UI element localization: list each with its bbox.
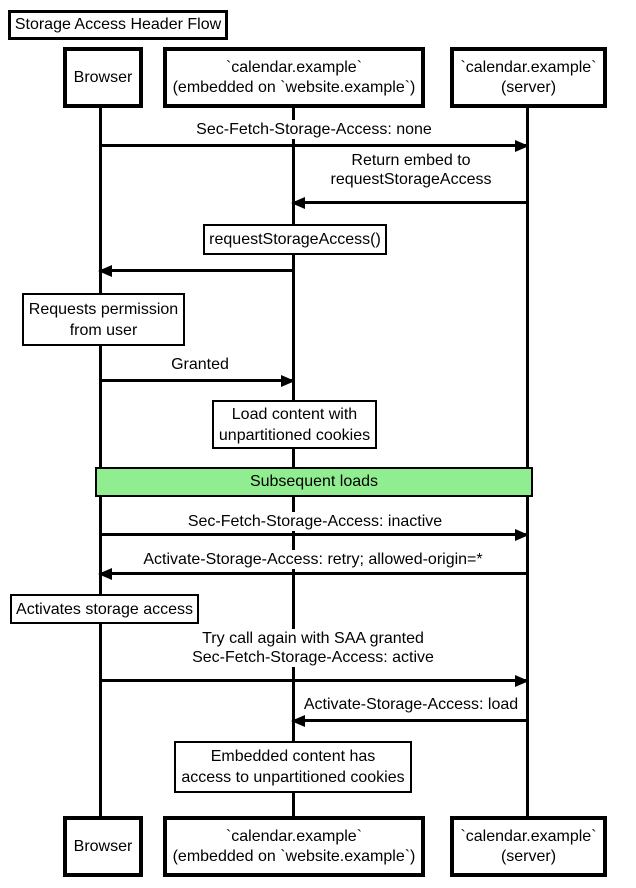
actor-embedded-label-line2: (embedded on `website.example`) xyxy=(172,78,416,96)
arrowhead-left-icon xyxy=(98,567,112,580)
message-label-activate-retry: Activate-Storage-Access: retry; allowed-… xyxy=(140,550,486,569)
arrowhead-right-icon xyxy=(281,374,295,387)
subsequent-loads-band: Subsequent loads xyxy=(95,467,533,497)
arrowhead-right-icon xyxy=(515,528,529,541)
message-arrow-try-again xyxy=(100,674,529,687)
message-label-activate-load: Activate-Storage-Access: load xyxy=(300,695,522,714)
arrowhead-right-icon xyxy=(515,674,529,687)
message-label-granted: Granted xyxy=(168,355,232,374)
message-label-return-embed-line2: requestStorageAccess xyxy=(330,171,492,188)
actor-server-label-line2: (server) xyxy=(500,847,557,865)
message-label-return-embed: Return embed to requestStorageAccess xyxy=(327,151,495,189)
message-arrow-request-storage-access xyxy=(98,264,293,277)
actor-browser-top: Browser xyxy=(63,47,143,108)
actor-embedded-label-line1: `calendar.example` xyxy=(225,827,363,845)
arrowhead-right-icon xyxy=(515,139,529,152)
actor-embedded-label-line2: (embedded on `website.example`) xyxy=(172,847,416,865)
note-requests-permission-line2: from user xyxy=(69,321,138,339)
note-activates-storage-line1: Activates storage access xyxy=(16,600,193,618)
actor-server-top: `calendar.example` (server) xyxy=(450,47,607,108)
note-embedded-content-line2: access to unpartitioned cookies xyxy=(181,769,405,786)
note-requests-permission-line1: Requests permission xyxy=(28,300,179,318)
actor-browser-bottom: Browser xyxy=(63,816,143,877)
message-label-request-storage-access: requestStorageAccess() xyxy=(203,224,387,255)
message-label-try-again-line2: Sec-Fetch-Storage-Access: active xyxy=(192,649,434,666)
actor-server-bottom: `calendar.example` (server) xyxy=(450,816,607,877)
message-label-try-again: Try call again with SAA granted Sec-Fetc… xyxy=(189,629,437,667)
message-label-try-again-line1: Try call again with SAA granted xyxy=(202,630,424,647)
message-arrow-activate-load xyxy=(291,714,527,727)
lifeline-server xyxy=(526,107,529,816)
note-load-content: Load content with unpartitioned cookies xyxy=(212,400,377,449)
note-activates-storage: Activates storage access xyxy=(10,594,199,624)
actor-embedded-bottom: `calendar.example` (embedded on `website… xyxy=(163,816,425,877)
message-arrow-sec-fetch-none xyxy=(100,139,529,152)
message-arrow-granted xyxy=(100,374,295,387)
diagram-title: Storage Access Header Flow xyxy=(8,10,228,40)
message-arrow-activate-retry xyxy=(98,567,527,580)
message-label-sec-fetch-inactive: Sec-Fetch-Storage-Access: inactive xyxy=(184,512,446,531)
arrowhead-left-icon xyxy=(291,714,305,727)
lifeline-embedded xyxy=(292,107,295,816)
note-requests-permission: Requests permission from user xyxy=(22,293,185,346)
actor-browser-label: Browser xyxy=(73,837,133,855)
actor-embedded-label-line1: `calendar.example` xyxy=(225,58,363,76)
note-load-content-line1: Load content with xyxy=(231,405,358,423)
arrowhead-left-icon xyxy=(291,196,305,209)
message-arrow-return-embed xyxy=(291,196,527,209)
note-embedded-content-line1: Embedded content has xyxy=(210,748,376,765)
message-label-return-embed-line1: Return embed to xyxy=(351,152,471,169)
message-label-sec-fetch-none: Sec-Fetch-Storage-Access: none xyxy=(193,120,435,139)
message-arrow-sec-fetch-inactive xyxy=(100,528,529,541)
arrowhead-left-icon xyxy=(98,264,112,277)
note-load-content-line2: unpartitioned cookies xyxy=(218,426,371,444)
actor-server-label-line1: `calendar.example` xyxy=(460,58,597,76)
actor-server-label-line1: `calendar.example` xyxy=(460,827,597,845)
note-embedded-content: Embedded content has access to unpartiti… xyxy=(174,741,412,793)
actor-browser-label: Browser xyxy=(73,68,133,86)
lifeline-browser xyxy=(99,107,102,816)
actor-server-label-line2: (server) xyxy=(500,78,557,96)
actor-embedded-top: `calendar.example` (embedded on `website… xyxy=(163,47,425,108)
